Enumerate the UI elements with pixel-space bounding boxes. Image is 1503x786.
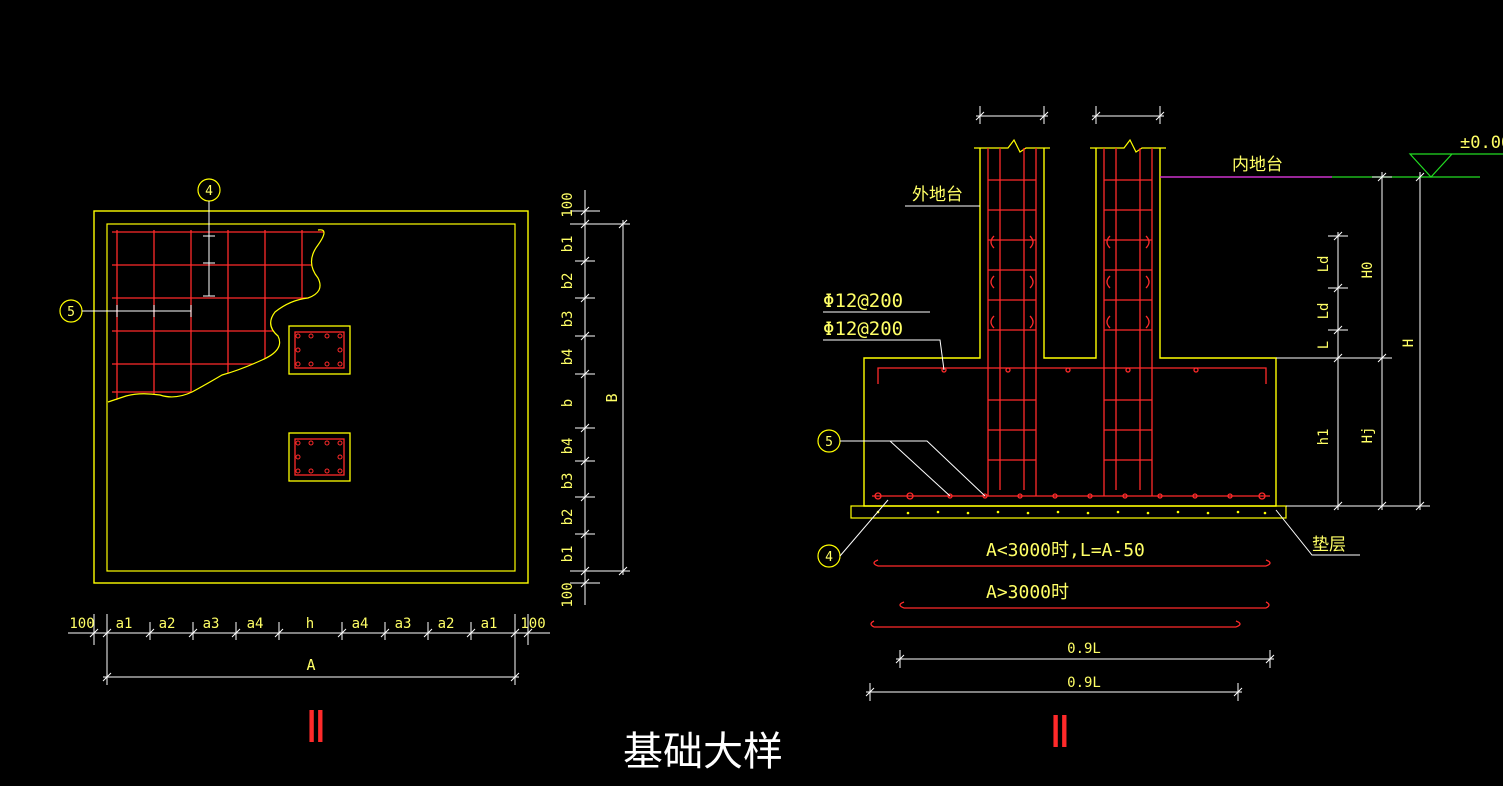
drawing-title: 基础大样 xyxy=(623,729,783,775)
inner-ground-label: 内地台 xyxy=(1232,155,1283,175)
plan-dim-b6: a4 xyxy=(352,616,369,632)
vdim-Ld-2: Ld xyxy=(1316,303,1332,320)
bar-shape-3 xyxy=(870,620,1241,628)
vdim-H0: H0 xyxy=(1360,262,1376,279)
cushion-layer xyxy=(850,505,1287,519)
plan-dim-b3: a3 xyxy=(203,616,220,632)
dim-09L-1: 0.9L xyxy=(1067,641,1101,657)
plan-view: 4 5 xyxy=(59,178,630,753)
plan-callout-4-text: 4 xyxy=(205,184,213,199)
dim-09L-2: 0.9L xyxy=(1067,675,1101,691)
plan-dim-b1: a1 xyxy=(116,616,133,632)
plan-inner-outline xyxy=(106,223,516,572)
plan-dim-b9: a1 xyxy=(481,616,498,632)
plan-dim-b4: a4 xyxy=(247,616,264,632)
section-top-dims xyxy=(976,106,1164,124)
plan-dim-b8: a2 xyxy=(438,616,455,632)
plan-section-mark: Ⅱ xyxy=(305,702,327,753)
plan-dim-b5: h xyxy=(306,616,314,632)
bar-note-2: A>3000时 xyxy=(986,582,1069,603)
plan-dim-r7: b3 xyxy=(560,473,576,490)
plan-dim-b7: a3 xyxy=(395,616,412,632)
section-callout-5-text: 5 xyxy=(825,435,833,450)
plan-callout-4: 4 xyxy=(197,178,221,297)
outer-ground-label: 外地台 xyxy=(912,185,963,205)
plan-bottom-dimensions: 100 a1 a2 a3 a4 h a4 a3 a2 a1 100 A xyxy=(68,614,550,685)
plan-dim-r3: b3 xyxy=(560,311,576,328)
plan-dim-r2: b2 xyxy=(560,273,576,290)
plan-callout-5-text: 5 xyxy=(67,305,75,320)
section-view: ±0.00 内地台 外地台 Φ12@200 Φ12@200 5 4 垫层 A<3… xyxy=(817,106,1503,758)
section-section-mark: Ⅱ xyxy=(1049,707,1071,758)
plan-overall-height-label: B xyxy=(603,393,621,402)
bar-note-1: A<3000时,L=A-50 xyxy=(986,540,1145,561)
plan-dim-b10: 100 xyxy=(520,616,545,632)
plan-break-line xyxy=(107,229,325,403)
plan-dim-r8: b2 xyxy=(560,509,576,526)
vdim-Ld-1: Ld xyxy=(1316,256,1332,273)
vdim-H: H xyxy=(1401,339,1417,347)
rebar-note-1: Φ12@200 xyxy=(823,290,903,312)
vdim-L: L xyxy=(1316,341,1332,349)
plan-callout-5: 5 xyxy=(59,299,192,323)
cushion-label: 垫层 xyxy=(1312,535,1346,555)
plan-dim-r9: b1 xyxy=(560,546,576,563)
elevation-symbol xyxy=(1408,153,1503,178)
plan-dim-b2: a2 xyxy=(159,616,176,632)
plan-overall-width-label: A xyxy=(306,656,315,674)
plan-dim-r6: b4 xyxy=(560,438,576,455)
bar-shape-1 xyxy=(873,559,1271,567)
bar-shape-2 xyxy=(899,601,1270,609)
section-callout-4-text: 4 xyxy=(825,550,833,565)
plan-dim-r0: 100 xyxy=(560,192,576,217)
cushion-hatch xyxy=(876,510,1267,515)
plan-column-lower xyxy=(288,432,351,482)
plan-dim-r10: 100 xyxy=(560,582,576,607)
vdim-h1: h1 xyxy=(1316,429,1332,446)
footing-rebar xyxy=(872,148,1270,500)
plan-column-upper xyxy=(288,325,351,375)
elevation-label: ±0.00 xyxy=(1460,133,1503,153)
plan-dim-r1: b1 xyxy=(560,236,576,253)
plan-outer-outline xyxy=(93,210,529,584)
plan-dim-r5: b xyxy=(560,399,576,407)
rebar-note-2: Φ12@200 xyxy=(823,318,903,340)
plan-right-dimensions: 100 b1 b2 b3 b4 b b4 b3 b2 b1 100 B xyxy=(560,190,630,608)
plan-dim-b0: 100 xyxy=(69,616,94,632)
vdim-Hj: Hj xyxy=(1360,427,1376,444)
plan-dim-r4: b4 xyxy=(560,349,576,366)
